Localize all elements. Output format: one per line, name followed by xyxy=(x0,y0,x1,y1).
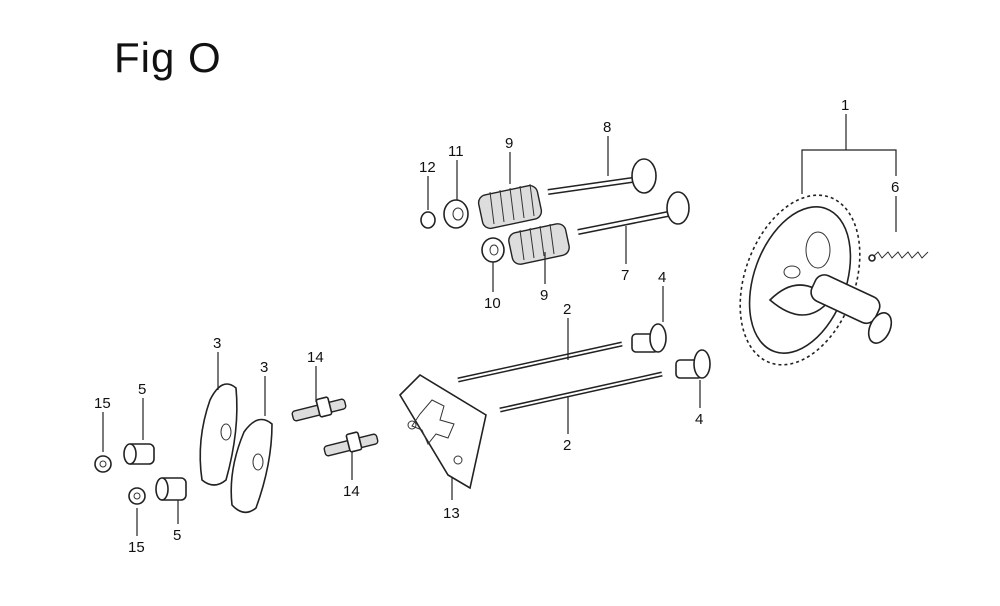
callout-5-lower: 5 xyxy=(173,527,181,544)
leader-lines xyxy=(102,114,897,536)
callout-9-lower: 9 xyxy=(540,287,548,304)
tappet-upper xyxy=(631,323,667,353)
callout-15-upper: 15 xyxy=(94,395,111,412)
callout-2-upper: 2 xyxy=(563,301,571,318)
callout-4-lower: 4 xyxy=(695,411,703,428)
camshaft-gear xyxy=(739,194,893,366)
rocker-arm-right xyxy=(230,418,273,514)
rocker-arm-left xyxy=(199,383,238,486)
push-rod-lower xyxy=(499,371,663,413)
push-rod-upper xyxy=(457,341,623,383)
nut-upper xyxy=(94,455,112,473)
callout-12: 12 xyxy=(419,159,436,176)
callout-2-lower: 2 xyxy=(563,437,571,454)
tappet-lower xyxy=(675,349,711,379)
callout-15-lower: 15 xyxy=(128,539,145,556)
nut-lower xyxy=(128,487,146,505)
callout-8: 8 xyxy=(603,119,611,136)
pivot-bolt-upper xyxy=(291,396,347,422)
pivot-bolt-lower xyxy=(323,431,379,457)
decompressor-spring xyxy=(868,251,929,262)
collar-lower xyxy=(155,477,187,501)
callout-3-right: 3 xyxy=(260,359,268,376)
callout-9-upper: 9 xyxy=(505,135,513,152)
callout-5-upper: 5 xyxy=(138,381,146,398)
valve-upper xyxy=(547,158,657,195)
callout-10: 10 xyxy=(484,295,501,312)
callout-14-upper: 14 xyxy=(307,349,324,366)
valve-spring-upper xyxy=(477,183,543,230)
collar-upper xyxy=(123,443,155,465)
valve-spring-lower xyxy=(508,223,570,265)
callout-1: 1 xyxy=(841,97,849,114)
valve-retainer-upper xyxy=(443,199,469,229)
callout-14-lower: 14 xyxy=(343,483,360,500)
push-rod-guide-plate xyxy=(398,373,487,490)
figure-title: Fig O xyxy=(114,34,222,81)
callout-3-left: 3 xyxy=(213,335,221,352)
valve-cap xyxy=(420,211,436,229)
valve-lower xyxy=(577,191,690,235)
callout-6: 6 xyxy=(891,179,899,196)
callout-4-upper: 4 xyxy=(658,269,666,286)
callout-7: 7 xyxy=(621,267,629,284)
valve-retainer-lower xyxy=(481,237,505,263)
callout-13: 13 xyxy=(443,505,460,522)
callout-11: 11 xyxy=(448,143,464,160)
